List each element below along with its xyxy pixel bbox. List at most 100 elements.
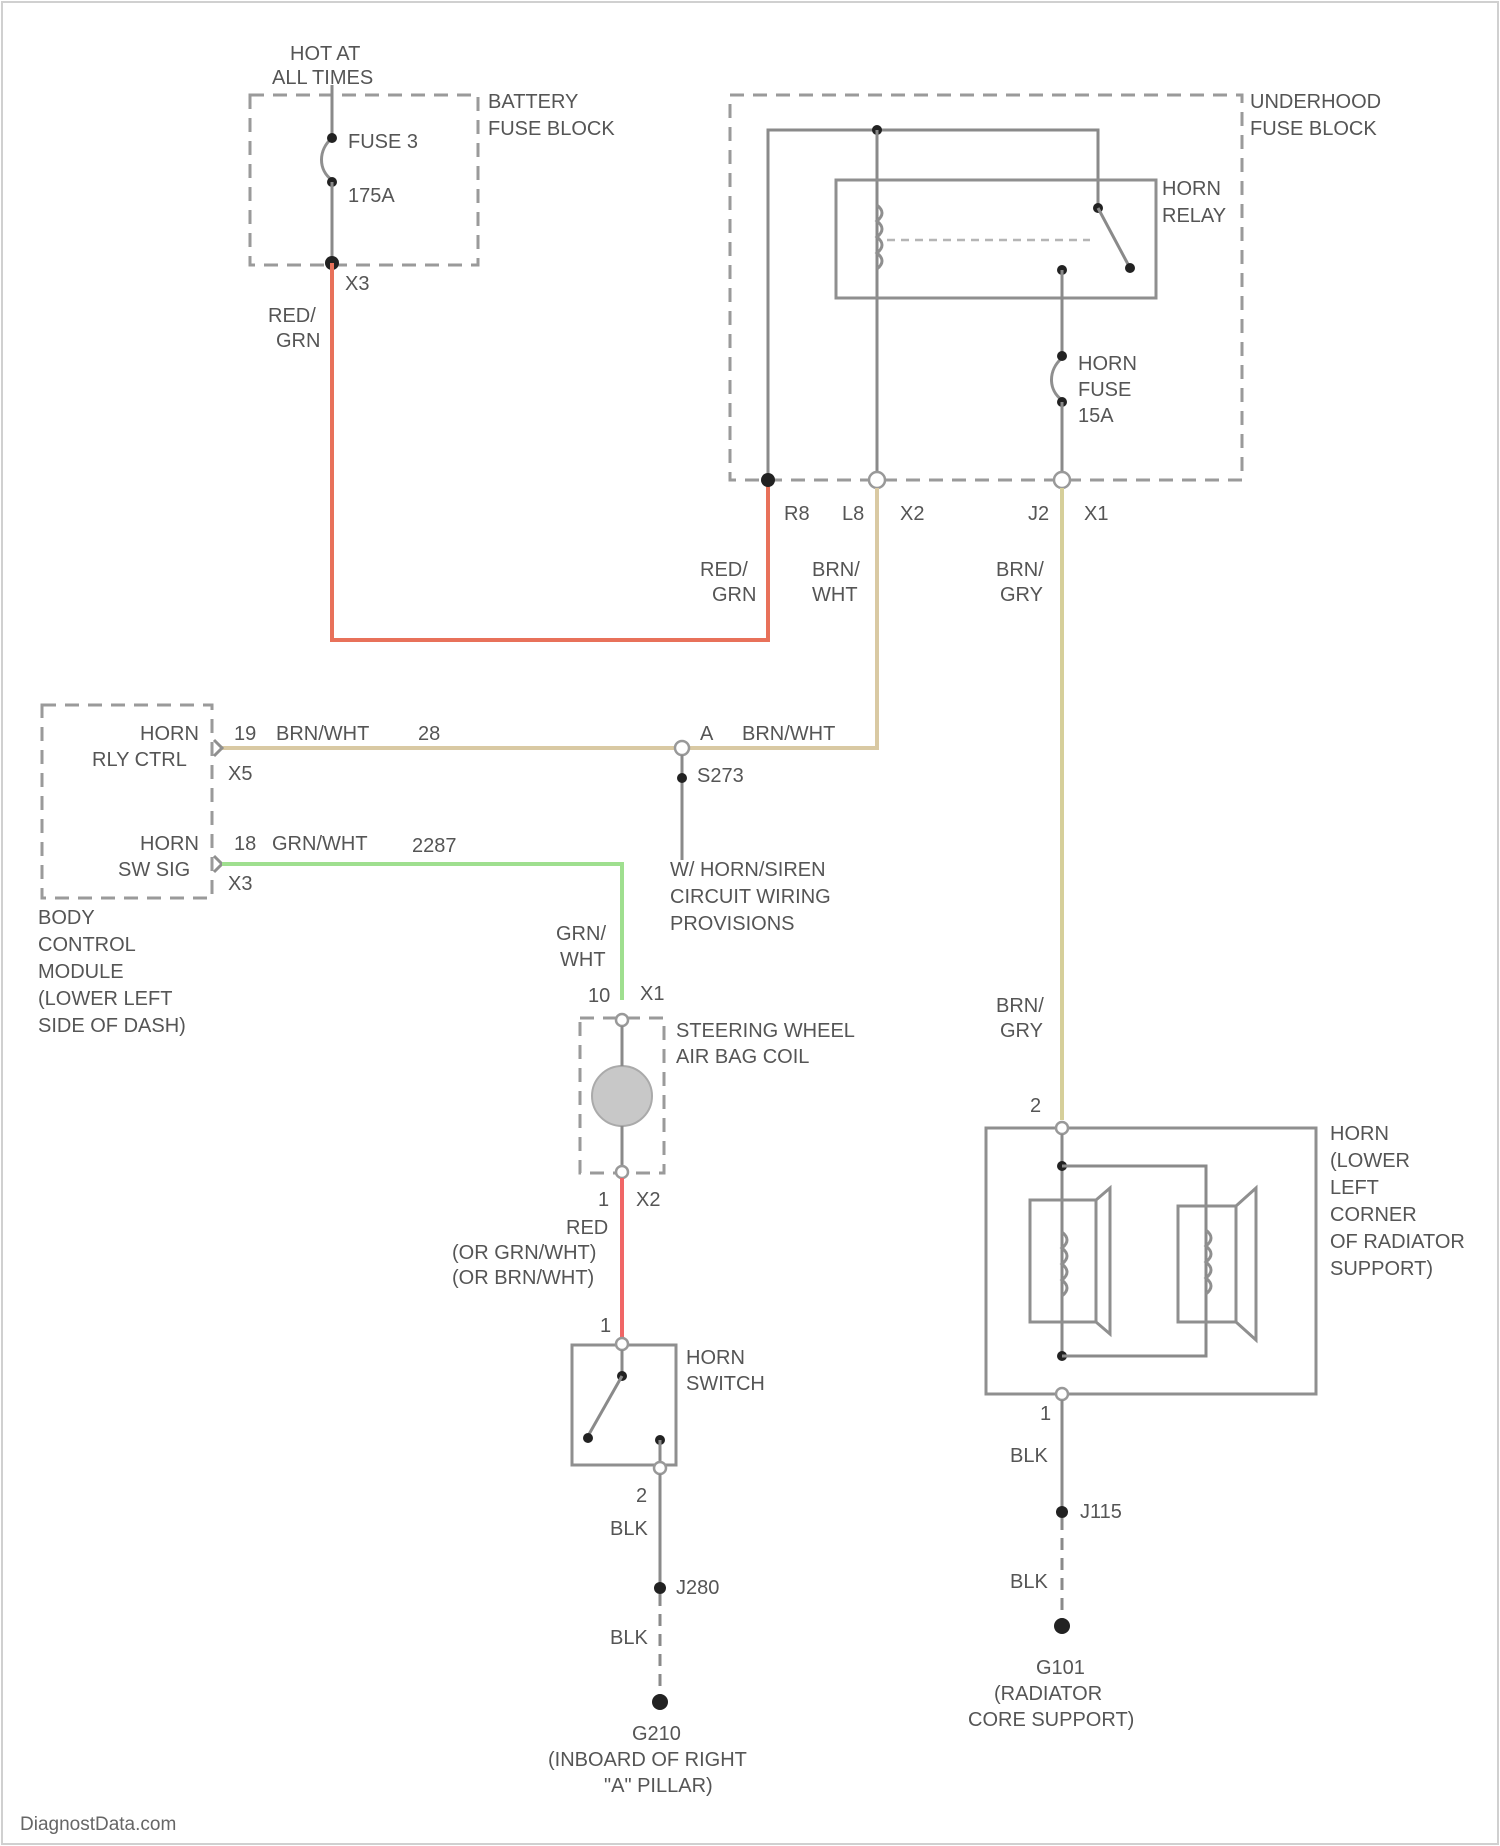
battery-fuse-block-outline bbox=[250, 95, 478, 265]
air-bag-coil-pin-top: 10 bbox=[588, 985, 610, 1007]
splice-note-1: W/ HORN/SIREN bbox=[670, 859, 826, 881]
bcm-rly-label-1: HORN bbox=[140, 723, 199, 745]
wire-label-red-grn-low-1: RED/ bbox=[700, 559, 748, 581]
bcm-sw-label-1: HORN bbox=[140, 833, 199, 855]
horn-name-5: OF RADIATOR bbox=[1330, 1231, 1465, 1253]
wire-label-brn-gry-top-2: GRY bbox=[1000, 584, 1043, 606]
ground-g210: G210 bbox=[632, 1723, 681, 1745]
air-bag-coil-name-2: AIR BAG COIL bbox=[676, 1046, 809, 1068]
connector-x2: X2 bbox=[900, 503, 924, 525]
all-times-text: ALL TIMES bbox=[272, 67, 373, 89]
bcm-sw-wire-color: GRN/WHT bbox=[272, 833, 368, 855]
battery-connector-x3: X3 bbox=[345, 273, 369, 295]
underhood-fuse-block: UNDERHOOD FUSE BLOCK HORN RELAY HORN FUS… bbox=[730, 91, 1381, 525]
wire-label-grn-wht-2: WHT bbox=[560, 949, 606, 971]
wire-label-blk-1: BLK bbox=[610, 1518, 648, 1540]
horn-switch: 1 HORN SWITCH 2 bbox=[572, 1315, 765, 1507]
horn-switch-junction: J280 bbox=[676, 1577, 719, 1599]
clockspring-symbol bbox=[592, 1066, 652, 1126]
bcm-name-4: (LOWER LEFT bbox=[38, 988, 172, 1010]
horn-junction: J115 bbox=[1080, 1501, 1122, 1523]
horn-fuse-symbol bbox=[1052, 358, 1063, 400]
horn-switch-pin-top: 1 bbox=[600, 1315, 611, 1337]
battery-fuse-block-title-2: FUSE BLOCK bbox=[488, 118, 615, 140]
wire-label-blk-2: BLK bbox=[610, 1627, 648, 1649]
body-control-module: HORN RLY CTRL HORN SW SIG X5 X3 BODY CON… bbox=[38, 705, 252, 1037]
horn-relay-label-1: HORN bbox=[1162, 178, 1221, 200]
horn-switch-name-1: HORN bbox=[686, 1347, 745, 1369]
fuse-3-rating: 175A bbox=[348, 185, 395, 207]
bcm-rly-wire-color: BRN/WHT bbox=[276, 723, 369, 745]
wire-label-red-1: RED bbox=[566, 1217, 608, 1239]
wire-brn-wht bbox=[222, 488, 877, 748]
horn-name-4: CORNER bbox=[1330, 1204, 1417, 1226]
wire-label-red-grn-top-1: RED/ bbox=[268, 305, 316, 327]
ground-g101-loc-1: (RADIATOR bbox=[994, 1683, 1102, 1705]
splice-wire-color: BRN/WHT bbox=[742, 723, 835, 745]
wire-label-brn-gry-low-2: GRY bbox=[1000, 1020, 1043, 1042]
wire-label-brn-wht-1: BRN/ bbox=[812, 559, 860, 581]
horn-name-6: SUPPORT) bbox=[1330, 1258, 1433, 1280]
bcm-name-3: MODULE bbox=[38, 961, 124, 983]
air-bag-coil-conn-top: X1 bbox=[640, 983, 664, 1005]
horn-name-1: HORN bbox=[1330, 1123, 1389, 1145]
horn-fuse-rating: 15A bbox=[1078, 405, 1114, 427]
wire-red-grn bbox=[332, 263, 768, 640]
bcm-rly-circuit: 28 bbox=[418, 723, 440, 745]
wire-label-brn-wht-2: WHT bbox=[812, 584, 858, 606]
fuse-3-symbol bbox=[322, 138, 333, 180]
pin-l8: L8 bbox=[842, 503, 864, 525]
relay-switch-arm bbox=[1098, 208, 1130, 268]
horn-name-3: LEFT bbox=[1330, 1177, 1379, 1199]
underhood-fuse-block-outline bbox=[730, 95, 1242, 480]
battery-fuse-block-title-1: BATTERY bbox=[488, 91, 578, 113]
pin-r8: R8 bbox=[784, 503, 810, 525]
wire-label-blk-4: BLK bbox=[1010, 1571, 1048, 1593]
wire-label-blk-3: BLK bbox=[1010, 1445, 1048, 1467]
horn-relay-label-2: RELAY bbox=[1162, 205, 1226, 227]
bcm-name-2: CONTROL bbox=[38, 934, 136, 956]
underhood-fuse-block-title-1: UNDERHOOD bbox=[1250, 91, 1381, 113]
connector-x1: X1 bbox=[1084, 503, 1108, 525]
horn-name-2: (LOWER bbox=[1330, 1150, 1410, 1172]
horn-outline bbox=[986, 1128, 1316, 1394]
pin-j2: J2 bbox=[1028, 503, 1049, 525]
bcm-rly-label-2: RLY CTRL bbox=[92, 749, 187, 771]
splice-note-3: PROVISIONS bbox=[670, 913, 794, 935]
bcm-sw-connector: X3 bbox=[228, 873, 252, 895]
horn-assembly: 2 HORN (LOWER LEFT CORNER OF RADIATOR SU… bbox=[986, 1095, 1465, 1425]
hot-at-text: HOT AT bbox=[290, 43, 360, 65]
horn-switch-pin-bot: 2 bbox=[636, 1485, 647, 1507]
horn-relay bbox=[836, 180, 1156, 298]
splice-s273: S273 W/ HORN/SIREN CIRCUIT WIRING PROVIS… bbox=[670, 741, 831, 935]
bcm-sw-label-2: SW SIG bbox=[118, 859, 190, 881]
wire-label-red-grn-top-2: GRN bbox=[276, 330, 320, 352]
bcm-rly-connector: X5 bbox=[228, 763, 252, 785]
ground-g210-loc-1: (INBOARD OF RIGHT bbox=[548, 1749, 747, 1771]
bcm-sw-pin: 18 bbox=[234, 833, 256, 855]
horn-fuse-label-2: FUSE bbox=[1078, 379, 1131, 401]
wire-label-grn-wht-1: GRN/ bbox=[556, 923, 606, 945]
wire-label-red-3: (OR BRN/WHT) bbox=[452, 1267, 594, 1289]
horn-pin-bot: 1 bbox=[1040, 1403, 1051, 1425]
ground-g101: G101 bbox=[1036, 1657, 1085, 1679]
steering-wheel-air-bag-coil: 10 X1 STEERING WHEEL AIR BAG COIL 1 X2 bbox=[580, 983, 855, 1211]
fuse-3-label: FUSE 3 bbox=[348, 131, 418, 153]
air-bag-coil-name-1: STEERING WHEEL bbox=[676, 1020, 855, 1042]
bcm-name-1: BODY bbox=[38, 907, 95, 929]
splice-s273-label: S273 bbox=[697, 765, 744, 787]
horn-switch-arm bbox=[588, 1376, 622, 1436]
horn-switch-name-2: SWITCH bbox=[686, 1373, 765, 1395]
watermark-text: DiagnostData.com bbox=[20, 1814, 176, 1835]
splice-pin-a: A bbox=[700, 723, 714, 745]
horn-pin-top: 2 bbox=[1030, 1095, 1041, 1117]
wire-label-red-grn-low-2: GRN bbox=[712, 584, 756, 606]
bcm-name-5: SIDE OF DASH) bbox=[38, 1015, 186, 1037]
wire-label-brn-gry-top-1: BRN/ bbox=[996, 559, 1044, 581]
ground-g101-loc-2: CORE SUPPORT) bbox=[968, 1709, 1134, 1731]
battery-fuse-block: HOT AT ALL TIMES BATTERY FUSE BLOCK FUSE… bbox=[250, 43, 615, 295]
wire-label-red-2: (OR GRN/WHT) bbox=[452, 1242, 596, 1264]
underhood-fuse-block-title-2: FUSE BLOCK bbox=[1250, 118, 1377, 140]
air-bag-coil-pin-bot: 1 bbox=[598, 1189, 609, 1211]
ground-g210-loc-2: "A" PILLAR) bbox=[604, 1775, 713, 1797]
